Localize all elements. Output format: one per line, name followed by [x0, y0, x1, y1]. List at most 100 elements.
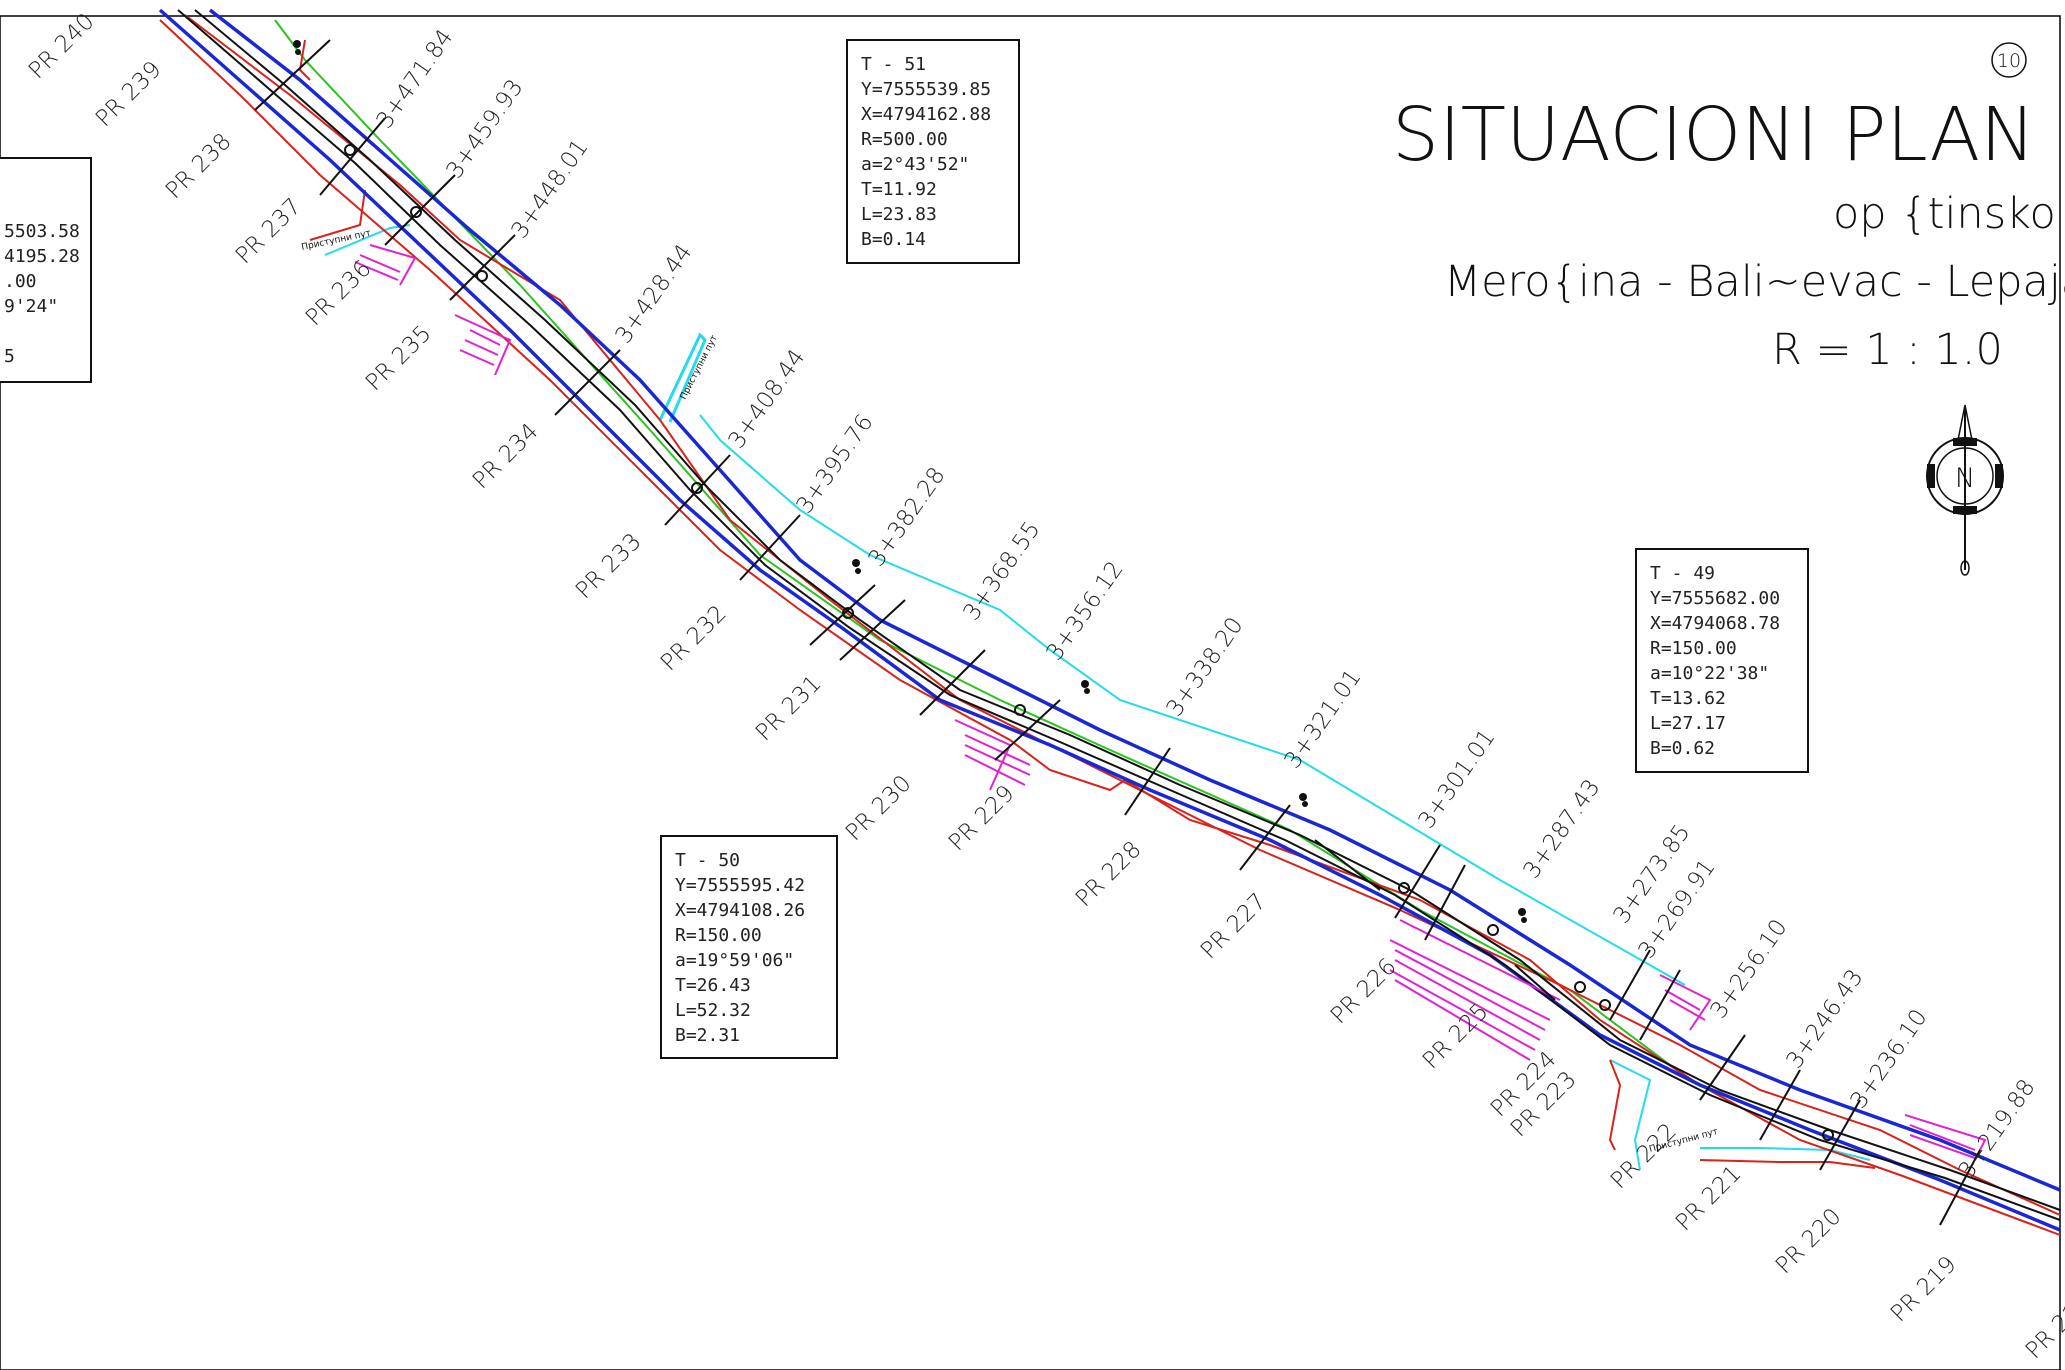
page-title: SITUACIONI PLAN — [1392, 92, 2035, 178]
chainage-label: 3+246.43 — [1782, 965, 1869, 1074]
chainage-label: 3+368.55 — [959, 517, 1046, 626]
station-node — [842, 607, 854, 619]
station-node — [1487, 924, 1499, 936]
curve-box-line: R=500.00 — [861, 129, 948, 150]
profile-cross-line — [739, 514, 801, 581]
compass-letter: N — [1955, 463, 1975, 494]
profile-cross-line — [1424, 864, 1466, 941]
sheet-number: 10 — [1997, 50, 2021, 72]
profile-label: PR 219 — [1886, 1252, 1962, 1328]
profile-cross-line — [319, 117, 386, 196]
survey-markers — [293, 40, 1527, 923]
chainage-label: 3+459.93 — [442, 75, 529, 184]
curve-box-line: .00 — [4, 271, 37, 292]
curve-box-line: X=4794162.88 — [861, 104, 991, 125]
curve-box-line: a=10°22'38" — [1650, 663, 1769, 684]
curve-box-line: X=4794068.78 — [1650, 613, 1780, 634]
profile-cross-line — [1314, 839, 1381, 891]
chainage-label: 3+395.76 — [792, 410, 879, 519]
station-node — [344, 144, 356, 156]
profile-label: PR 232 — [656, 601, 732, 677]
red-parcel-3 — [1608, 1059, 1622, 1151]
chainage-label: 3+471.84 — [372, 25, 459, 134]
curve-box-line: a=19°59'06" — [675, 950, 794, 971]
chainage-label: 3+428.44 — [611, 240, 698, 349]
red-parcel-4 — [1699, 1159, 1876, 1169]
station-node — [1599, 999, 1611, 1011]
profile-label: PR 220 — [1771, 1204, 1847, 1280]
curve-box-line: Y=7555682.00 — [1650, 588, 1780, 609]
profile-label: PR 227 — [1196, 889, 1272, 965]
station-node — [410, 206, 422, 218]
profile-cross-line — [1394, 844, 1441, 919]
profile-cross-line — [254, 39, 331, 111]
curve-box-line: L=27.17 — [1650, 713, 1726, 734]
magenta-hatch-groups — [354, 244, 1987, 1161]
profile-label: PR 222 — [1606, 1119, 1682, 1195]
curve-box-line: Y=7555539.85 — [861, 79, 991, 100]
profile-cross-line — [1699, 1034, 1746, 1101]
profile-label: PR 234 — [468, 419, 544, 495]
curve-box-line: L=52.32 — [675, 1000, 751, 1021]
chainage-label: 3+338.20 — [1162, 613, 1249, 722]
curve-box-t52-partial: 5503.58 4195.28 .00 9'24" 5 — [0, 157, 92, 383]
road-centerline-b — [177, 9, 2061, 1221]
subtitle-route: Mero{ina - Bali~evac - Lepaja — [1444, 257, 2065, 307]
curve-box-line: T=11.92 — [861, 179, 937, 200]
chainage-label: 3+408.44 — [724, 345, 811, 454]
curve-box-t51: T - 51 Y=7555539.85X=4794162.88R=500.00 a=… — [846, 39, 1020, 264]
profile-label: PR 238 — [161, 129, 237, 205]
curve-box-line: 5503.58 — [4, 221, 80, 242]
access-road-branch-4 — [1700, 1147, 1871, 1161]
profile-cross-line — [919, 649, 986, 716]
scale-label: R = 1 : 1.0 — [1772, 325, 2003, 375]
station-node — [1014, 704, 1026, 716]
profile-cross-line — [554, 349, 621, 416]
curve-box-line: 5 — [4, 346, 15, 367]
profile-cross-line — [1609, 949, 1651, 1021]
chainage-label: 3+301.01 — [1414, 725, 1501, 834]
profile-label: PR 230 — [841, 771, 917, 847]
profile-cross-line — [1819, 1099, 1861, 1171]
curve-box-line: 4195.28 — [4, 246, 80, 267]
profile-label: PR 221 — [1671, 1161, 1747, 1237]
profile-label: PR 226 — [1326, 954, 1402, 1030]
road-edge-left — [208, 8, 2061, 1192]
curve-box-line: T - 50 — [675, 850, 740, 871]
curve-box-line: a=2°43'52" — [861, 154, 969, 175]
chainage-label: 3+236.10 — [1846, 1005, 1933, 1114]
station-node — [1398, 882, 1410, 894]
chainage-label: 3+356.12 — [1042, 557, 1129, 666]
profile-label: PR 239 — [91, 57, 167, 133]
profile-label: PR 229 — [944, 781, 1020, 857]
station-node — [691, 482, 703, 494]
station-node — [1574, 981, 1586, 993]
curve-box-line: B=0.62 — [1650, 738, 1715, 759]
curve-box-line: T - 51 — [861, 54, 926, 75]
curve-box-line: T - 49 — [1650, 563, 1715, 584]
chainage-label: 3+256.10 — [1706, 915, 1793, 1024]
curve-box-line: 9'24" — [4, 296, 58, 317]
profile-cross-line — [664, 454, 731, 526]
curve-box-line: T=13.62 — [1650, 688, 1726, 709]
sheet-number-circle — [1991, 42, 2027, 78]
profile-cross-line — [449, 234, 516, 301]
profile-label: PR 240 — [24, 9, 100, 85]
access-road-branch-3 — [1609, 1059, 1652, 1171]
profile-cross-line — [1124, 747, 1171, 816]
profile-label: PR 225 — [1418, 999, 1494, 1075]
curve-box-t49: T - 49Y=7555682.00X=4794068.78R=150.00a=… — [1635, 548, 1809, 773]
profile-cross-lines — [254, 39, 1981, 1226]
curve-box-line: X=4794108.26 — [675, 900, 805, 921]
red-boundary-upper — [184, 14, 2061, 1216]
curve-box-line: B=0.14 — [861, 229, 926, 250]
curve-box-line: B=2.31 — [675, 1025, 740, 1046]
profile-cross-line — [1759, 1069, 1801, 1141]
curve-box-line: L=23.83 — [861, 204, 937, 225]
profile-label: PR 235 — [361, 321, 437, 397]
profile-cross-line — [1639, 969, 1681, 1041]
profile-label: PR 237 — [231, 194, 307, 270]
profile-label: PR 231 — [751, 671, 827, 747]
chainage-label: 3+287.43 — [1519, 775, 1606, 884]
profile-cross-line — [839, 599, 906, 661]
